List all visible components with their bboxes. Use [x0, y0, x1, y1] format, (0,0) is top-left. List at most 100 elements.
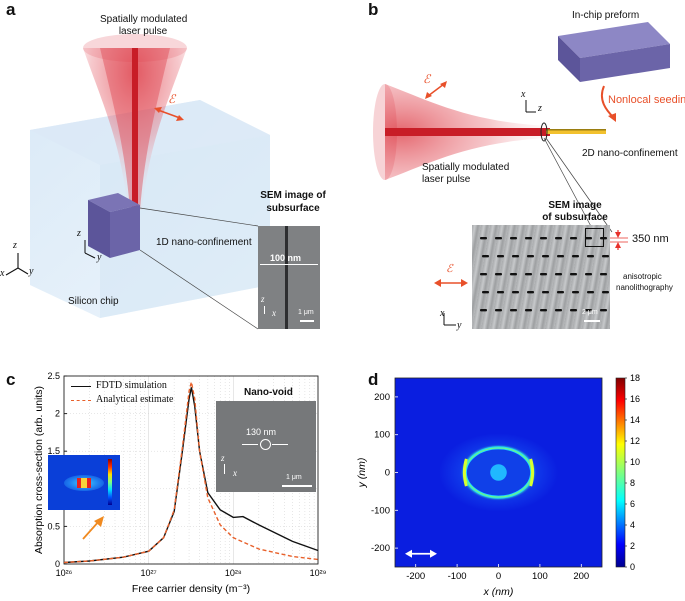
colorbar-tick-label: 6 — [630, 499, 635, 509]
sem-scalebar-a — [300, 320, 314, 322]
sem-dash — [527, 255, 534, 258]
chart-c-legend: FDTD simulation Analytical estimate — [71, 379, 201, 409]
colorbar-tick-label: 4 — [630, 520, 635, 530]
sem-dash — [557, 291, 564, 294]
sem-axis-z-line — [264, 306, 265, 314]
heatmap-hot-left — [462, 458, 468, 487]
nano-void-size-label: 130 nm — [246, 427, 277, 437]
y-axis-label: y (nm) — [356, 458, 368, 489]
sem-title-a-line1: SEM image of — [260, 190, 326, 201]
nano-void-marker-left — [242, 444, 258, 445]
field-arrow-b-sem — [434, 279, 468, 287]
sem-zoom-box — [585, 228, 604, 247]
legend-label-analytical: Analytical estimate — [96, 394, 174, 405]
size-label-b: 350 nm — [632, 233, 669, 245]
zoom-line-top — [139, 207, 259, 227]
litho-label-line1: anisotropic — [623, 272, 662, 281]
y-tick-label: 1.5 — [47, 446, 60, 456]
mini-hot-right — [87, 478, 91, 488]
panel-d-letter: d — [368, 370, 379, 389]
panel-c-letter: c — [6, 370, 16, 389]
nano-void-title: Nano-void — [244, 387, 293, 398]
sem-dash — [525, 273, 532, 276]
sem-dash — [480, 237, 487, 240]
sem-title-b-line2: of subsurface — [542, 212, 608, 223]
sem-dash — [540, 237, 547, 240]
axis-a-block-z: z — [77, 228, 81, 239]
y-tick-label: 0.5 — [47, 521, 60, 531]
x-tick-label: 10²⁶ — [56, 568, 73, 578]
sem-dash — [542, 291, 549, 294]
nano-void-axis-z: z — [221, 453, 225, 463]
x-axis-label: x (nm) — [483, 586, 514, 598]
sem-dash — [512, 291, 519, 294]
laser-beam — [83, 34, 187, 213]
size-arrows-b — [608, 230, 628, 250]
colorbar-tick-label: 0 — [630, 562, 635, 572]
sem-image-b: 2 μm — [472, 225, 610, 329]
confinement-label-a: 1D nano-confinement — [156, 237, 252, 248]
seeding-label: Nonlocal seeding — [608, 94, 685, 106]
colorbar — [615, 377, 626, 568]
x-tick-label: 10²⁷ — [141, 568, 157, 578]
nano-void-axis-x: x — [233, 468, 237, 478]
sem-dash — [570, 237, 577, 240]
seeding-arrowhead — [608, 113, 616, 122]
x-tick-label: 10²⁸ — [225, 568, 242, 578]
field-symbol-a: ℰ — [168, 92, 176, 106]
sem-dash — [585, 309, 592, 312]
x-tick-label: 10²⁹ — [310, 568, 327, 578]
sem-dash — [480, 273, 487, 276]
axes-a-block — [84, 240, 96, 259]
sem-dash — [525, 309, 532, 312]
sem-dash — [602, 255, 609, 258]
colorbar-tick-label: 14 — [630, 415, 640, 425]
confinement-label-b: 2D nano-confinement — [582, 148, 678, 159]
laser-label-b-line2: laser pulse — [422, 174, 471, 185]
y-axis-label: Absorption cross-section (arb. units) — [33, 386, 45, 554]
axes-b-bottom — [443, 313, 456, 326]
heatmap-void — [490, 464, 507, 481]
field-symbol-d: ℰ — [382, 558, 390, 572]
sem-trench-a — [285, 226, 288, 329]
panel-a-letter: a — [6, 0, 16, 19]
y-tick-label: 0 — [55, 559, 60, 569]
y-tick-label: 2.5 — [47, 371, 60, 381]
mini-hot-left — [77, 478, 81, 488]
colorbar-tick-label: 10 — [630, 457, 640, 467]
x-tick-label: 200 — [573, 571, 589, 582]
colorbar-tick-label: 16 — [630, 394, 640, 404]
sem-dash — [570, 273, 577, 276]
sem-dash — [512, 255, 519, 258]
sem-image-a: 100 nm z x 1 μm — [258, 226, 320, 329]
sem-dash — [480, 309, 487, 312]
laser-label-a-line2: laser pulse — [118, 26, 168, 37]
sem-dash — [497, 255, 504, 258]
nano-void-scalebar — [282, 485, 312, 487]
field-map-mini-inset — [48, 455, 120, 510]
field-arrow-b — [425, 81, 447, 99]
sem-dash — [510, 273, 517, 276]
sem-dash — [600, 273, 607, 276]
laser-label-a-line1: Spatially modulated — [100, 14, 188, 25]
y-tick-label: -200 — [371, 543, 390, 554]
axes-a — [5, 253, 29, 276]
chip-label: Silicon chip — [68, 296, 119, 307]
litho-label-line2: nanolithography — [616, 283, 673, 292]
sem-dash — [585, 237, 592, 240]
axis-a-block-y: y — [97, 252, 102, 263]
focus-ring — [540, 122, 548, 142]
sem-dash — [495, 309, 502, 312]
colorbar-tick-label: 18 — [630, 373, 640, 383]
y-tick-label: 2 — [55, 409, 60, 419]
x-tick-label: 0 — [496, 571, 501, 582]
colorbar-tick-label: 12 — [630, 436, 640, 446]
x-axis-label: Free carrier density (m⁻³) — [132, 583, 250, 595]
axis-a-y: y — [29, 266, 34, 277]
sem-dash — [585, 273, 592, 276]
zoom-line-b2 — [545, 137, 613, 233]
y-tick-label: -100 — [371, 505, 390, 516]
sem-axis-a-z: z — [261, 294, 265, 304]
